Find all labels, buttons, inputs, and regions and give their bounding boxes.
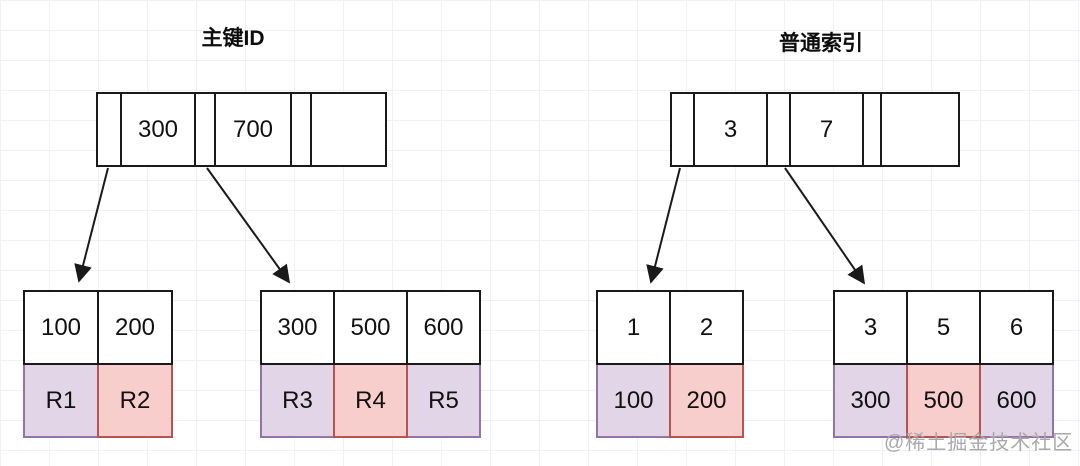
key-cell: 1 (596, 290, 671, 365)
secondary-index-title: 普通索引 (779, 32, 863, 55)
root-pointer-cell (96, 92, 122, 167)
record-cell: 300 (833, 363, 908, 438)
key-cell: 600 (406, 290, 481, 365)
root-key-cell (880, 92, 960, 167)
secondary-leaf-2: 3 5 6 300 500 600 (833, 290, 1054, 438)
key-cell: 200 (97, 290, 173, 365)
secondary-root-node: 3 7 (670, 92, 960, 167)
key-cell: 100 (23, 290, 99, 365)
record-cell: R5 (406, 363, 481, 438)
record-cell: 500 (906, 363, 981, 438)
key-cell: 300 (260, 290, 335, 365)
record-cell: R4 (333, 363, 408, 438)
primary-leaf-2: 300 500 600 R3 R4 R5 (260, 290, 481, 438)
record-cell: 600 (979, 363, 1054, 438)
secondary-leaf-1: 1 2 100 200 (596, 290, 744, 438)
primary-root-node: 300 700 (96, 92, 387, 167)
arrow-primary-to-leaf-1 (74, 167, 109, 283)
arrow-secondary-to-leaf-1 (646, 167, 681, 284)
watermark: @稀土掘金技术社区 (884, 432, 1074, 454)
primary-leaf-1: 100 200 R1 R2 (23, 290, 173, 438)
root-pointer-cell (862, 92, 882, 167)
record-cell: 200 (669, 363, 744, 438)
key-cell: 500 (333, 290, 408, 365)
record-cell: R2 (97, 363, 173, 438)
root-pointer-cell (290, 92, 312, 167)
arrow-secondary-to-leaf-2 (784, 167, 866, 285)
key-cell: 3 (833, 290, 908, 365)
root-pointer-cell (766, 92, 791, 167)
arrow-primary-to-leaf-2 (206, 167, 291, 284)
key-cell: 2 (669, 290, 744, 365)
root-key-cell: 3 (693, 92, 768, 167)
primary-key-title: 主键ID (201, 27, 265, 50)
record-cell: R1 (23, 363, 99, 438)
record-cell: 100 (596, 363, 671, 438)
key-cell: 6 (979, 290, 1054, 365)
key-cell: 5 (906, 290, 981, 365)
root-key-cell: 300 (120, 92, 196, 167)
root-pointer-cell (194, 92, 216, 167)
root-key-cell: 700 (214, 92, 292, 167)
root-key-cell (310, 92, 387, 167)
record-cell: R3 (260, 363, 335, 438)
root-pointer-cell (670, 92, 695, 167)
root-key-cell: 7 (789, 92, 864, 167)
